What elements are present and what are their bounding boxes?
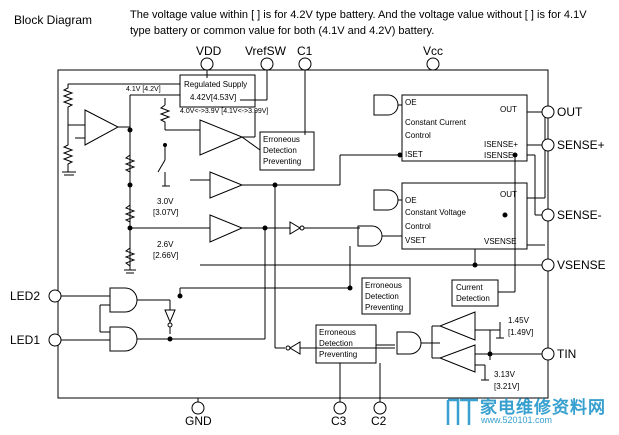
- and-gate-cc: [373, 94, 399, 116]
- watermark: 家电维修资料网 www.520101.com: [445, 392, 617, 432]
- label-sense-plus: SENSE+: [557, 138, 605, 152]
- voltage-1.49v: [1.49V]: [508, 328, 534, 337]
- label-led1: LED1: [10, 333, 41, 347]
- cv-vset: VSET: [405, 236, 426, 245]
- cc-name1: Constant Current: [405, 118, 466, 127]
- voltage-1.45v: 1.45V: [508, 316, 529, 325]
- erroneous-top-block: [259, 131, 315, 171]
- erroneous-mid-block: [361, 277, 411, 315]
- erroneous-mid-line3: Preventing: [365, 303, 404, 312]
- current-detection-line1: Current: [456, 283, 483, 292]
- erroneous-top-line3: Preventing: [263, 157, 302, 166]
- pin-led1: [48, 333, 62, 347]
- label-c3: C3: [331, 414, 347, 428]
- comparator-tin-upper: [438, 311, 476, 341]
- watermark-logo: [446, 398, 478, 425]
- cc-name2: Control: [405, 131, 431, 140]
- pin-led2: [48, 289, 62, 303]
- label-tin: TIN: [557, 347, 577, 361]
- and-gate-led2: [109, 287, 138, 313]
- pin-vdd: [200, 57, 214, 71]
- cc-oe: OE: [405, 98, 417, 107]
- cc-isense-minus: ISENSE-: [484, 151, 517, 160]
- regulated-supply-label: Regulated Supply: [184, 80, 248, 89]
- watermark-text: 家电维修资料网: [480, 398, 606, 417]
- voltage-3.21v: [3.21V]: [494, 382, 520, 391]
- cv-vsense: VSENSE: [484, 237, 517, 246]
- current-detection-line2: Detection: [456, 294, 490, 303]
- label-vsense: VSENSE: [557, 258, 606, 272]
- voltage-2.6v: 2.6V: [157, 240, 174, 249]
- comparator-supply: [84, 109, 120, 146]
- erroneous-mid-line1: Erroneous: [365, 281, 402, 290]
- erroneous-bottom-block: [315, 324, 377, 364]
- and-gate-tin: [396, 331, 422, 355]
- pin-tin: [541, 347, 555, 361]
- regulated-supply-block: [179, 74, 256, 108]
- cc-out: OUT: [500, 105, 517, 114]
- voltage-4.1v: 4.1V [4.2V]: [126, 86, 161, 93]
- diagram-title: Block Diagram: [14, 13, 93, 27]
- voltage-4.0v: 4.0V<->3.9V [4.1V<->3.99V]: [180, 108, 269, 115]
- pin-out: [541, 105, 555, 119]
- and-gate-led1: [109, 326, 138, 352]
- and-gate-cv: [373, 189, 399, 211]
- erroneous-mid-line2: Detection: [365, 292, 399, 301]
- comparator-3v: [209, 171, 244, 199]
- erroneous-top-line2: Detection: [263, 146, 297, 155]
- pin-c2: [373, 401, 387, 415]
- constant-voltage-block: [401, 182, 528, 250]
- cv-out: OUT: [500, 190, 517, 199]
- label-gnd: GND: [185, 414, 212, 428]
- pin-c3: [333, 401, 347, 415]
- comparator-2.6v: [209, 214, 244, 243]
- erroneous-top-line1: Erroneous: [263, 135, 300, 144]
- pin-vsense: [541, 258, 555, 272]
- pin-vcc: [426, 57, 440, 71]
- erroneous-bottom-line3: Preventing: [319, 350, 358, 359]
- cv-oe: OE: [405, 196, 417, 205]
- cv-name2: Control: [405, 222, 431, 231]
- label-sense-minus: SENSE-: [557, 208, 602, 222]
- pin-vrefsw: [260, 57, 274, 71]
- voltage-3.13v: 3.13V: [494, 370, 515, 379]
- pin-sense-plus: [541, 138, 555, 152]
- voltage-3.0v: 3.0V: [157, 197, 174, 206]
- label-out: OUT: [557, 105, 583, 119]
- pin-c1: [298, 57, 312, 71]
- label-vdd: VDD: [196, 44, 222, 58]
- label-led2: LED2: [10, 289, 41, 303]
- voltage-2.66v: [2.66V]: [153, 251, 179, 260]
- and-gate-vset: [357, 225, 383, 247]
- pin-gnd: [191, 401, 205, 415]
- label-c2: C2: [371, 414, 387, 428]
- pin-circles: [48, 57, 555, 415]
- cc-isense-plus: ISENSE+: [484, 140, 519, 149]
- constant-current-block: [401, 94, 528, 162]
- pin-sense-minus: [541, 208, 555, 222]
- label-vrefsw: VrefSW: [245, 44, 286, 58]
- watermark-url: www.520101.com: [481, 415, 553, 425]
- erroneous-bottom-line1: Erroneous: [319, 328, 356, 337]
- opamp-vref: [199, 119, 244, 156]
- cv-name1: Constant Voltage: [405, 208, 466, 217]
- current-detection-block: [451, 279, 499, 307]
- diagram-note: The voltage value within [ ] is for 4.2V…: [130, 9, 587, 37]
- label-c1: C1: [297, 44, 313, 58]
- label-vcc: Vcc: [423, 44, 444, 58]
- regulated-supply-voltage: 4.42V[4.53V]: [190, 93, 237, 102]
- cc-iset: ISET: [405, 150, 423, 159]
- voltage-3.07v: [3.07V]: [153, 208, 179, 217]
- erroneous-bottom-line2: Detection: [319, 339, 353, 348]
- comparator-tin-lower: [438, 344, 476, 373]
